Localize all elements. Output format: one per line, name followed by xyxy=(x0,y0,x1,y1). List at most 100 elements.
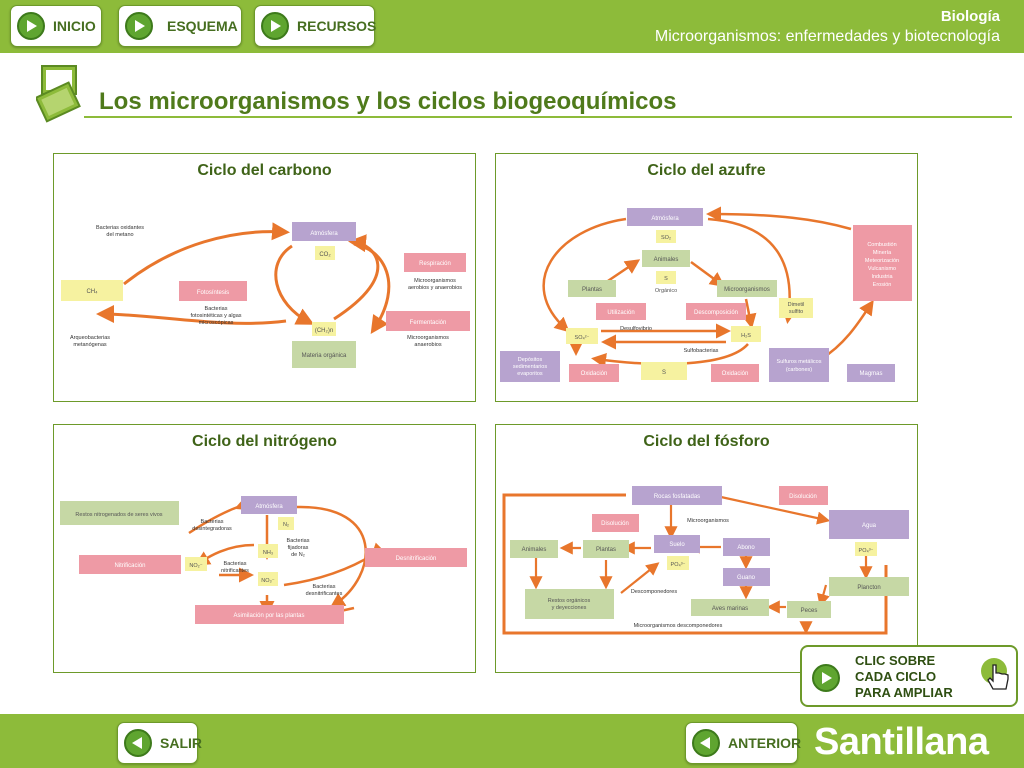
sulfur-descomp-label: Descomposición xyxy=(694,310,738,316)
sulfur-dimetil-2: sulfito xyxy=(789,309,803,315)
sulfur-comb-3: Meteorización xyxy=(865,258,899,264)
hint-line-2: CADA CICLO xyxy=(855,669,937,684)
anterior-label: ANTERIOR xyxy=(728,735,802,751)
nitrogen-nh3-label: NH₃ xyxy=(263,550,273,556)
nitrogen-atm-label: Atmósfera xyxy=(255,504,283,510)
phos-disol-2: Disolución xyxy=(601,521,629,527)
carbon-mat-label: Materia orgánica xyxy=(302,353,347,359)
nitrogen-no3-label: NO₃⁻ xyxy=(261,578,274,584)
phos-abono-label: Abono xyxy=(737,545,755,551)
sulfur-ox-2: Oxidación xyxy=(722,371,749,377)
inicio-button[interactable]: INICIO xyxy=(10,5,102,47)
nitrogen-bdn-1: Bacterias xyxy=(313,584,336,590)
salir-button[interactable]: SALIR xyxy=(117,722,202,764)
anterior-button[interactable]: ANTERIOR xyxy=(685,722,802,764)
recursos-button[interactable]: RECURSOS xyxy=(254,5,377,47)
sulfur-animales-label: Animales xyxy=(654,257,679,263)
hint-line-3: PARA AMPLIAR xyxy=(855,685,953,700)
sulfur-h2s-label: H₂S xyxy=(741,333,751,339)
phos-descomp-label: Descomponedores xyxy=(631,589,677,595)
back-icon xyxy=(124,729,152,757)
carbon-cycle-title: Ciclo del carbono xyxy=(197,162,332,179)
nitrogen-cycle-diagram: Restos nitrogenados de seres vivos Atmós… xyxy=(60,496,467,624)
sulfur-micro-label: Microorganismos xyxy=(724,287,770,293)
nitrogen-n2-label: N₂ xyxy=(283,522,289,528)
carbon-co2-label: CO₂ xyxy=(319,252,331,258)
sulfur-dep-3: evaporitos xyxy=(517,371,543,377)
bottom-bar: SALIR ANTERIOR xyxy=(0,714,1024,768)
pointer-hand-icon xyxy=(981,658,1009,690)
phos-microdesc-label: Microorganismos descomponedores xyxy=(634,623,723,629)
sulfur-ox-1: Oxidación xyxy=(581,371,608,377)
sulfur-so4-label: SO₄²⁻ xyxy=(575,335,590,341)
carbon-bact-ox-2: del metano xyxy=(106,232,133,238)
phos-agua-label: Agua xyxy=(862,523,877,529)
carbon-ferm-label: Fermentación xyxy=(410,320,447,326)
nitrogen-bnit-1: Bacterias xyxy=(224,561,247,567)
phos-plantas-label: Plantas xyxy=(596,547,616,553)
carbon-arq-2: metanógenas xyxy=(73,342,107,348)
back-icon xyxy=(692,729,720,757)
title-area: Los microorganismos y los ciclos biogeoq… xyxy=(36,62,1012,123)
phos-restos-2: y deyecciones xyxy=(552,605,587,611)
esquema-button[interactable]: ESQUEMA xyxy=(118,5,242,47)
sulfur-so2-label: SO₂ xyxy=(661,235,671,241)
santillana-logo: Santillana xyxy=(814,721,989,763)
sulfur-cycle-title: Ciclo del azufre xyxy=(647,162,766,179)
phos-peces-label: Peces xyxy=(801,608,818,614)
phos-suelo-label: Suelo xyxy=(669,542,685,548)
nitrogen-nitri-label: Nitrificación xyxy=(114,563,145,569)
carbon-atm-label: Atmósfera xyxy=(310,231,338,237)
phos-guano-label: Guano xyxy=(737,575,756,581)
phos-restos-1: Restos orgánicos xyxy=(548,598,591,604)
sulfur-comb-6: Erosión xyxy=(873,282,892,288)
phosphorus-cycle-panel[interactable]: Rocas fosfatadas Disolución Agua Disoluc… xyxy=(495,424,918,673)
carbon-resp-label: Respiración xyxy=(419,261,451,267)
carbon-resp-note-1: Microorganismos xyxy=(414,278,456,284)
nitrogen-bdes-1: Bacterias xyxy=(201,519,224,525)
phos-po4b-label: PO₄³⁻ xyxy=(859,548,874,554)
carbon-ferm-note-2: anaerobios xyxy=(414,342,441,348)
sulfur-desulfo-label: Desulfovibrio xyxy=(620,326,652,332)
sulfur-cycle-diagram: Atmósfera SO₂ Animales S Orgánico Planta… xyxy=(500,206,912,382)
sulfur-comb-2: Minería xyxy=(873,250,892,256)
nitrogen-bdes-2: desintegradoras xyxy=(192,526,232,532)
nitrogen-asim-label: Asimilación por las plantas xyxy=(233,613,304,619)
hint-line-1: CLIC SOBRE xyxy=(855,653,936,668)
sulfur-dep-1: Depósitos xyxy=(518,357,543,363)
click-hint[interactable]: CLIC SOBRE CADA CICLO PARA AMPLIAR xyxy=(800,645,1018,707)
subject-label: Biología xyxy=(940,8,1000,25)
phos-animales-label: Animales xyxy=(522,547,547,553)
carbon-arq-1: Arqueobacterias xyxy=(70,335,110,341)
sulfur-dimetil-1: Dimetil xyxy=(788,302,805,308)
carbon-cycle-diagram: Atmósfera CO₂ Bacterias oxidantes del me… xyxy=(61,222,470,368)
phos-disol-1: Disolución xyxy=(789,494,817,500)
sulfur-comb-5: Industria xyxy=(871,274,893,280)
sulfur-s-org: S xyxy=(664,276,668,282)
sulfur-magma-label: Magmas xyxy=(859,371,882,377)
sulfur-plantas-label: Plantas xyxy=(582,287,602,293)
top-bar: INICIO ESQUEMA RECURSOS Biología Microor… xyxy=(0,0,1024,53)
title-underline xyxy=(84,116,1012,118)
carbon-bact-ox-1: Bacterias oxidantes xyxy=(96,225,144,231)
carbon-foto-note-3: microscópicas xyxy=(199,320,234,326)
sulfur-sulfob-label: Sulfobacterias xyxy=(684,348,719,354)
sulfur-util-label: Utilización xyxy=(607,310,634,316)
nitrogen-no2-label: NO₂⁻ xyxy=(189,563,202,569)
sulfur-comb-1: Combustión xyxy=(867,242,896,248)
carbon-ch2o-label: (CH₂)n xyxy=(315,328,333,334)
carbon-cycle-panel[interactable]: Atmósfera CO₂ Bacterias oxidantes del me… xyxy=(53,153,476,402)
salir-label: SALIR xyxy=(160,735,202,751)
sulfur-sulf-1: Sulfuros metálicos xyxy=(777,359,822,365)
nitrogen-cycle-panel[interactable]: Restos nitrogenados de seres vivos Atmós… xyxy=(53,424,476,673)
carbon-foto-note-1: Bacterias xyxy=(205,306,228,312)
recursos-label: RECURSOS xyxy=(297,18,377,34)
title-icon xyxy=(36,65,81,123)
esquema-label: ESQUEMA xyxy=(167,18,238,34)
play-icon xyxy=(812,664,840,692)
nitrogen-bfij-2: fijadoras xyxy=(288,545,309,551)
carbon-resp-note-2: aerobios y anaerobios xyxy=(408,285,462,291)
sulfur-cycle-panel[interactable]: Atmósfera SO₂ Animales S Orgánico Planta… xyxy=(495,153,918,402)
play-icon xyxy=(125,12,153,40)
phos-aves-label: Aves marinas xyxy=(712,606,748,612)
